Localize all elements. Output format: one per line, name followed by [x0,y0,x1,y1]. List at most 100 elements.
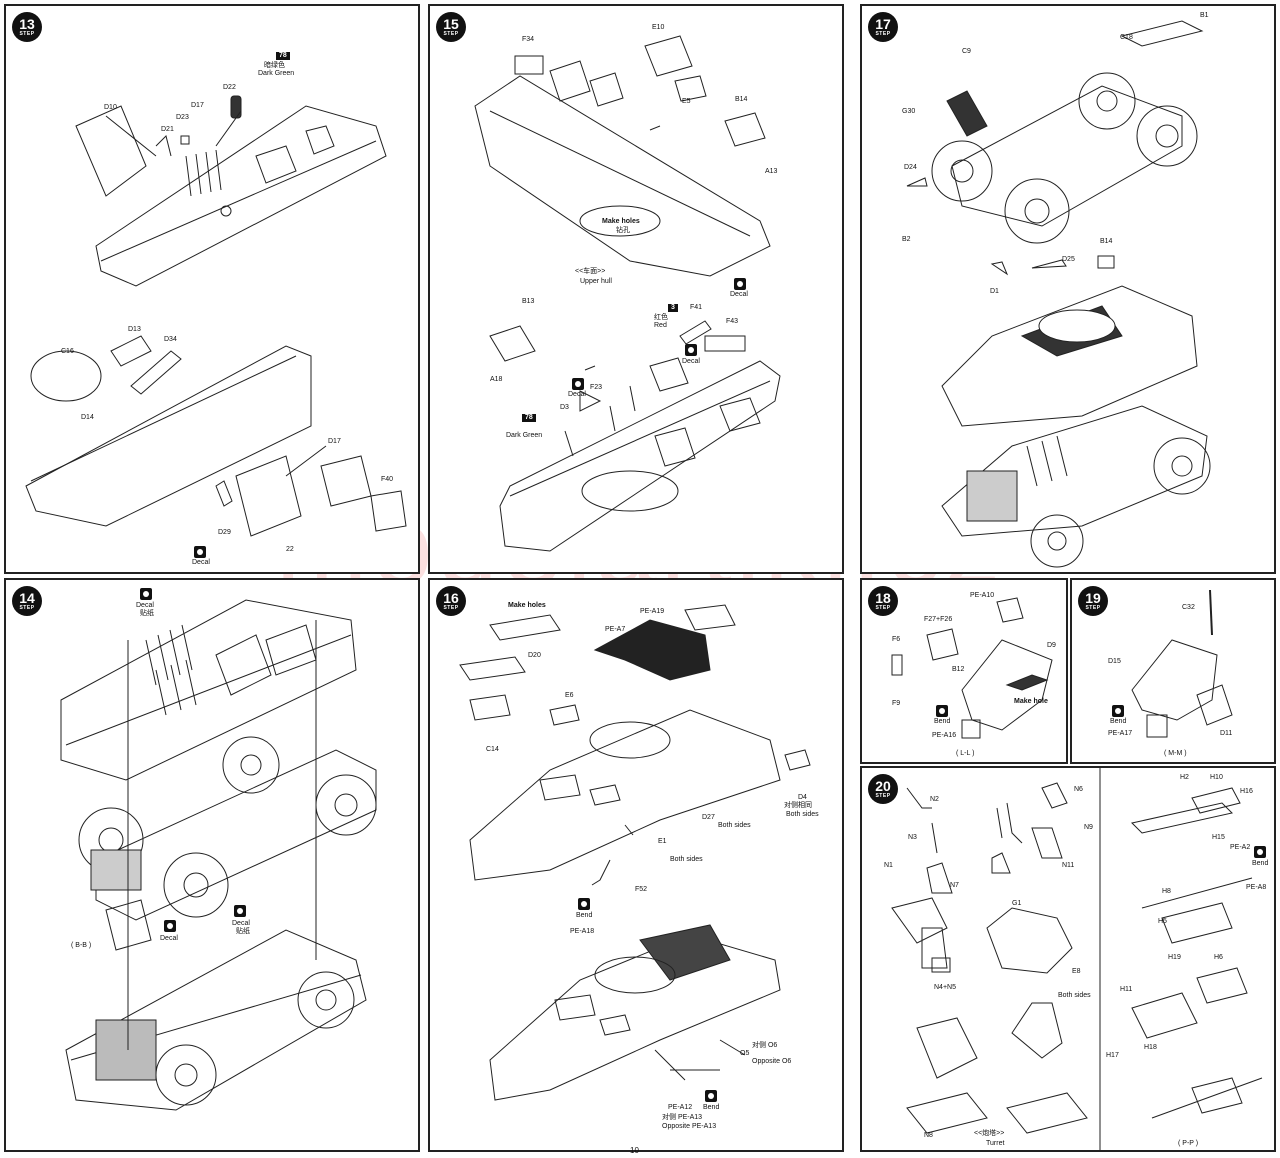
part-label: D23 [176,114,189,121]
decal-label: Decal [730,291,748,298]
decal-icon [140,588,152,600]
part-label: F52 [635,886,648,893]
part-label: F9 [892,700,901,707]
part-label: G1 [1012,900,1022,907]
opposite-en: Opposite O6 [752,1058,792,1065]
part-label: H6 [1214,954,1223,961]
bend-icon [1112,705,1124,717]
part-label: C32 [1182,604,1195,611]
both-sides-en: Both sides [670,856,703,863]
decal-icon [734,278,746,290]
part-label: C18 [1120,34,1133,41]
part-label: D17 [191,102,204,109]
hull-assembly-drawing [25,95,407,537]
part-label: H2 [1180,774,1189,781]
view-label: ( P-P ) [1178,1140,1199,1147]
color-name-en: Dark Green [258,70,295,77]
decal-label: Decal [136,602,154,609]
part-label: D20 [528,652,541,659]
part-label: A18 [490,376,503,383]
part-label: F34 [522,36,535,43]
part-label: PE-A12 [668,1104,693,1111]
upper-hull-cn: <<车面>> [575,268,606,275]
part-label: F23 [590,384,603,391]
part-label: H5 [1158,918,1167,925]
side-panel-drawing [1131,589,1233,738]
decal-icon [234,905,246,917]
part-label: PE-A19 [640,608,665,615]
part-label: B1 [1200,12,1209,19]
part-label: E8 [1072,968,1081,975]
part-label: D13 [128,326,141,333]
part-label: PE-A16 [932,732,957,739]
both-sides-en: Both sides [1058,992,1091,999]
part-label: H15 [1212,834,1225,841]
make-holes-label: Make holes [602,218,640,225]
hull-top-drawing [459,604,811,1101]
decal-icon [685,344,697,356]
part-label: N6 [1074,786,1083,793]
decal-label: Decal [232,920,250,927]
bend-label: Bend [576,912,593,919]
part-label: G30 [902,108,916,115]
part-label: C14 [486,746,499,753]
bend-icon [705,1090,717,1102]
part-label: D9 [1047,642,1056,649]
part-label: H11 [1120,986,1133,993]
upper-hull-label: Upper hull [580,278,612,285]
part-label: B14 [1100,238,1113,245]
part-label: H18 [1144,1044,1157,1051]
decal-label: Decal [192,559,210,566]
color-name-en: Dark Green [506,432,543,439]
part-label: 22 [286,546,294,553]
part-label: A13 [765,168,778,175]
part-label: D17 [328,438,341,445]
part-label: B13 [522,298,535,305]
bend-label: Bend [1252,860,1269,867]
part-label: D27 [702,814,715,821]
chassis-hull-drawing [906,20,1211,568]
decal-label-cn: 贴纸 [140,610,154,617]
part-label: N1 [884,862,893,869]
decal-label: Decal [160,935,178,942]
page-number: 10 [630,1146,639,1155]
part-label: D10 [104,104,117,111]
bend-icon [1254,846,1266,858]
both-sides-cn: 对侧相同 [784,802,812,809]
part-label: D29 [218,529,231,536]
part-label: B12 [952,666,965,673]
color-name-cn: 暗绿色 [264,62,285,69]
part-label: D1 [990,288,999,295]
part-label: D34 [164,336,177,343]
part-label: E5 [682,98,691,105]
part-label: PE-A8 [1246,884,1267,891]
part-label: C16 [61,348,74,355]
decal-label: Decal [568,391,586,398]
bend-label: Bend [703,1104,720,1111]
part-label: D3 [560,404,569,411]
part-label: N9 [1084,824,1093,831]
bend-icon [936,705,948,717]
part-label: PE-A10 [970,592,995,599]
part-label: N7 [950,882,959,889]
part-label: PE-A7 [605,626,626,633]
part-label: C9 [962,48,971,55]
color-red-cn: 红色 [654,314,668,321]
part-label: PE-A2 [1230,844,1251,851]
make-hole-label: Make hole [1014,698,1048,705]
view-label: ( L-L ) [956,750,975,757]
color-red-en: Red [654,322,667,329]
bend-label: Bend [1110,718,1127,725]
part-label: H10 [1210,774,1223,781]
view-label: ( M-M ) [1164,750,1187,757]
